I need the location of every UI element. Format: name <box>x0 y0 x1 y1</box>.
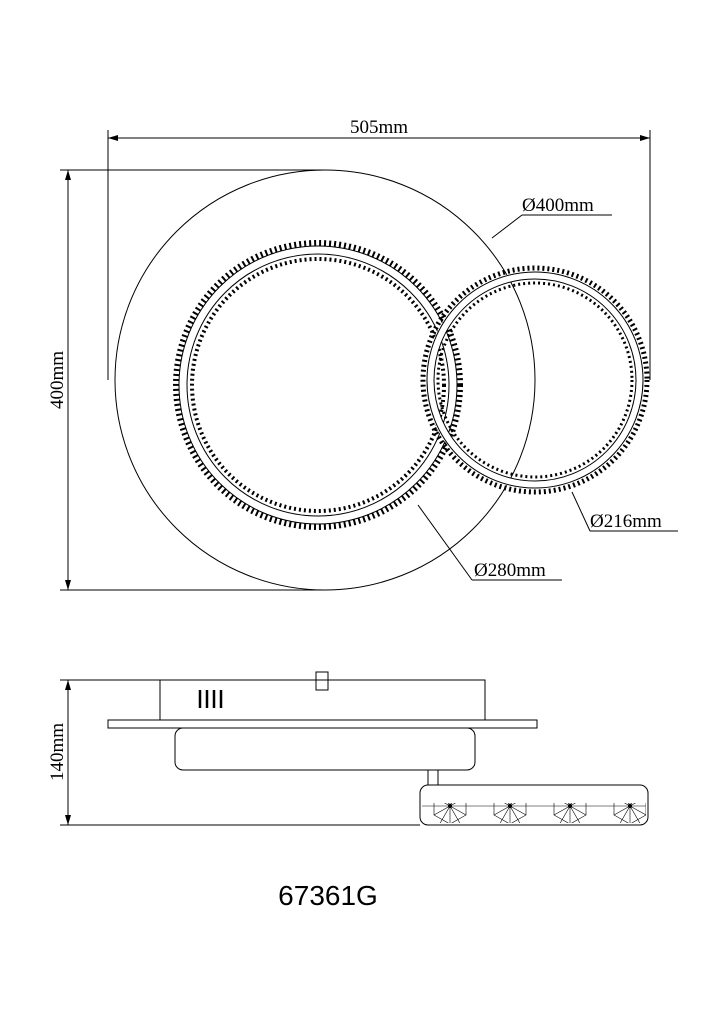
small-ring-diameter-callout: Ø216mm <box>571 491 678 532</box>
bracket <box>315 671 329 691</box>
side-height-dimension: 140mm <box>47 679 420 826</box>
small-ring <box>420 265 650 495</box>
side-view: 140mm <box>47 671 649 826</box>
connector <box>427 769 439 786</box>
height-label: 400mm <box>47 351 68 409</box>
model-number: 67361G <box>278 880 378 911</box>
disc-profile <box>107 719 538 729</box>
mounting-box <box>159 679 486 721</box>
disc-diameter-callout: Ø400mm <box>491 195 612 239</box>
disc-diameter-label: Ø400mm <box>522 195 594 216</box>
height-dimension: 400mm <box>47 169 325 591</box>
width-dimension: 505mm <box>107 117 651 380</box>
top-view: 505mm 400mm Ø400mm Ø216mm Ø280mm <box>47 117 678 591</box>
large-ring-diameter-callout: Ø280mm <box>417 504 562 581</box>
small-ring-profile <box>419 784 649 826</box>
large-ring <box>173 240 463 530</box>
small-ring-diameter-label: Ø216mm <box>590 511 662 532</box>
width-label: 505mm <box>350 117 408 138</box>
side-height-label: 140mm <box>47 723 68 781</box>
large-ring-profile <box>174 727 476 771</box>
large-ring-diameter-label: Ø280mm <box>474 560 546 581</box>
